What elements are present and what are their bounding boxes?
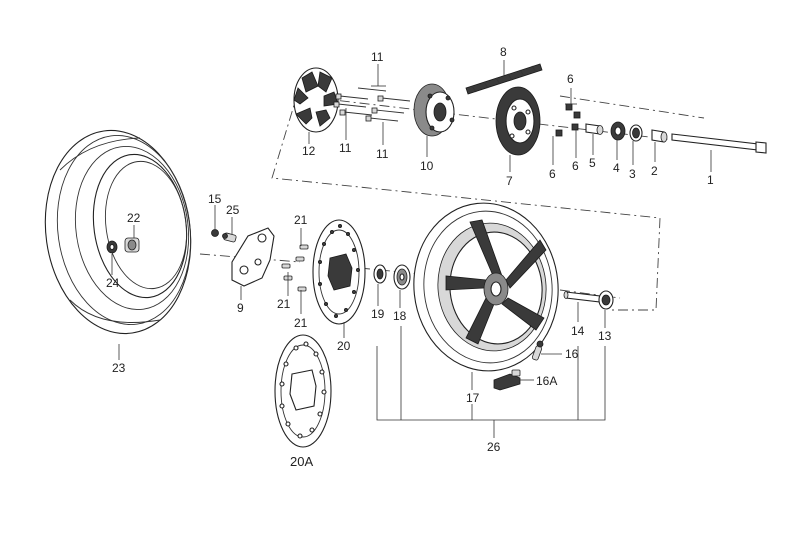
bearing-4 (610, 121, 626, 141)
caliper-bracket (231, 227, 275, 287)
label-20: 20 (337, 339, 351, 353)
label-1: 1 (707, 173, 714, 187)
nuts-6 (555, 103, 581, 137)
bolt-15 (211, 229, 219, 237)
label-6c: 6 (572, 159, 579, 173)
label-11a: 11 (371, 50, 384, 64)
label-23: 23 (112, 361, 126, 375)
alt-disc-holes (279, 341, 327, 439)
label-6b: 6 (549, 167, 556, 181)
sprocket-7 (495, 86, 541, 156)
label-12: 12 (302, 144, 316, 158)
label-21a: 21 (294, 213, 308, 227)
label-2: 2 (651, 164, 658, 178)
label-8: 8 (500, 45, 507, 59)
valve-16 (531, 340, 544, 361)
bolt-25 (222, 232, 237, 243)
bearing-19 (373, 264, 387, 284)
label-5: 5 (589, 156, 596, 170)
label-10: 10 (420, 159, 434, 173)
label-11b: 11 (339, 141, 352, 155)
label-7: 7 (506, 174, 513, 188)
label-6a: 6 (567, 72, 574, 86)
brake-disc-alt (274, 334, 332, 448)
chain-8 (465, 63, 543, 95)
disc-bolts-21 (281, 244, 309, 292)
bearing-18 (393, 264, 411, 290)
label-26: 26 (487, 440, 501, 454)
label-9: 9 (237, 301, 244, 315)
damper-12 (293, 67, 339, 133)
label-15: 15 (208, 192, 222, 206)
collar-5 (585, 123, 604, 135)
label-22: 22 (127, 211, 141, 225)
label-3: 3 (629, 167, 636, 181)
label-14: 14 (571, 324, 585, 338)
studs-11 (333, 87, 411, 122)
seal-3 (629, 124, 643, 142)
label-24: 24 (106, 276, 120, 290)
collar-2 (651, 129, 668, 143)
label-16: 16 (565, 347, 579, 361)
sprocket-hub-10 (413, 83, 455, 137)
leader-lines (111, 60, 712, 438)
disc-holes (317, 223, 360, 318)
axle-1 (671, 133, 767, 154)
label-13: 13 (598, 329, 612, 343)
label-11c: 11 (376, 147, 389, 161)
label-25: 25 (226, 203, 240, 217)
label-19: 19 (371, 307, 385, 321)
label-20a: 20A (290, 454, 313, 469)
label-18: 18 (393, 309, 407, 323)
nut-24 (106, 240, 118, 254)
part-labels: 1 2 3 4 5 6 6 6 7 8 9 10 11 11 11 12 13 … (106, 45, 714, 469)
label-21c: 21 (294, 316, 308, 330)
collar-22 (124, 237, 140, 253)
label-17: 17 (466, 391, 480, 405)
brake-disc (312, 219, 366, 325)
assembly-boundary (271, 91, 661, 311)
label-16a: 16A (536, 374, 557, 388)
label-4: 4 (613, 161, 620, 175)
label-21b: 21 (277, 297, 291, 311)
wheel-rim (413, 202, 559, 372)
tire (44, 129, 192, 335)
bearing-13 (598, 290, 614, 310)
valve-sensor-16a (493, 369, 521, 391)
